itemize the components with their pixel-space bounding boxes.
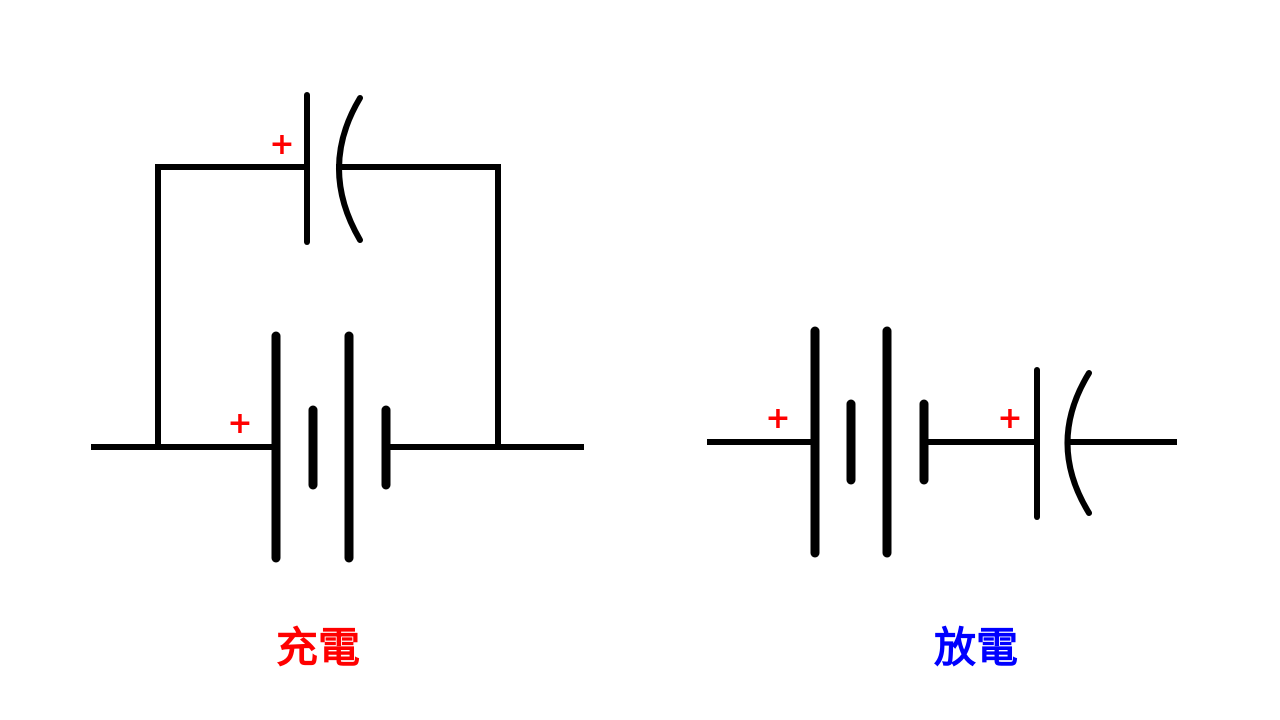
capacitor-curved-plate [1064,370,1092,516]
discharge-label: 放電 [933,623,1019,672]
charge-parallel-loop-left [155,164,307,447]
charge-parallel-loop-right [336,164,501,447]
charging-circuit: + + [91,92,584,563]
battery-plus-sign: + [227,406,252,441]
capacitor-plus-sign: + [997,401,1022,436]
capacitor-plus-sign: + [269,127,294,162]
charge-label: 充電 [275,623,361,672]
discharging-circuit: + + [707,326,1177,558]
capacitor-curved-plate [336,95,363,243]
battery-plus-sign: + [765,401,790,436]
